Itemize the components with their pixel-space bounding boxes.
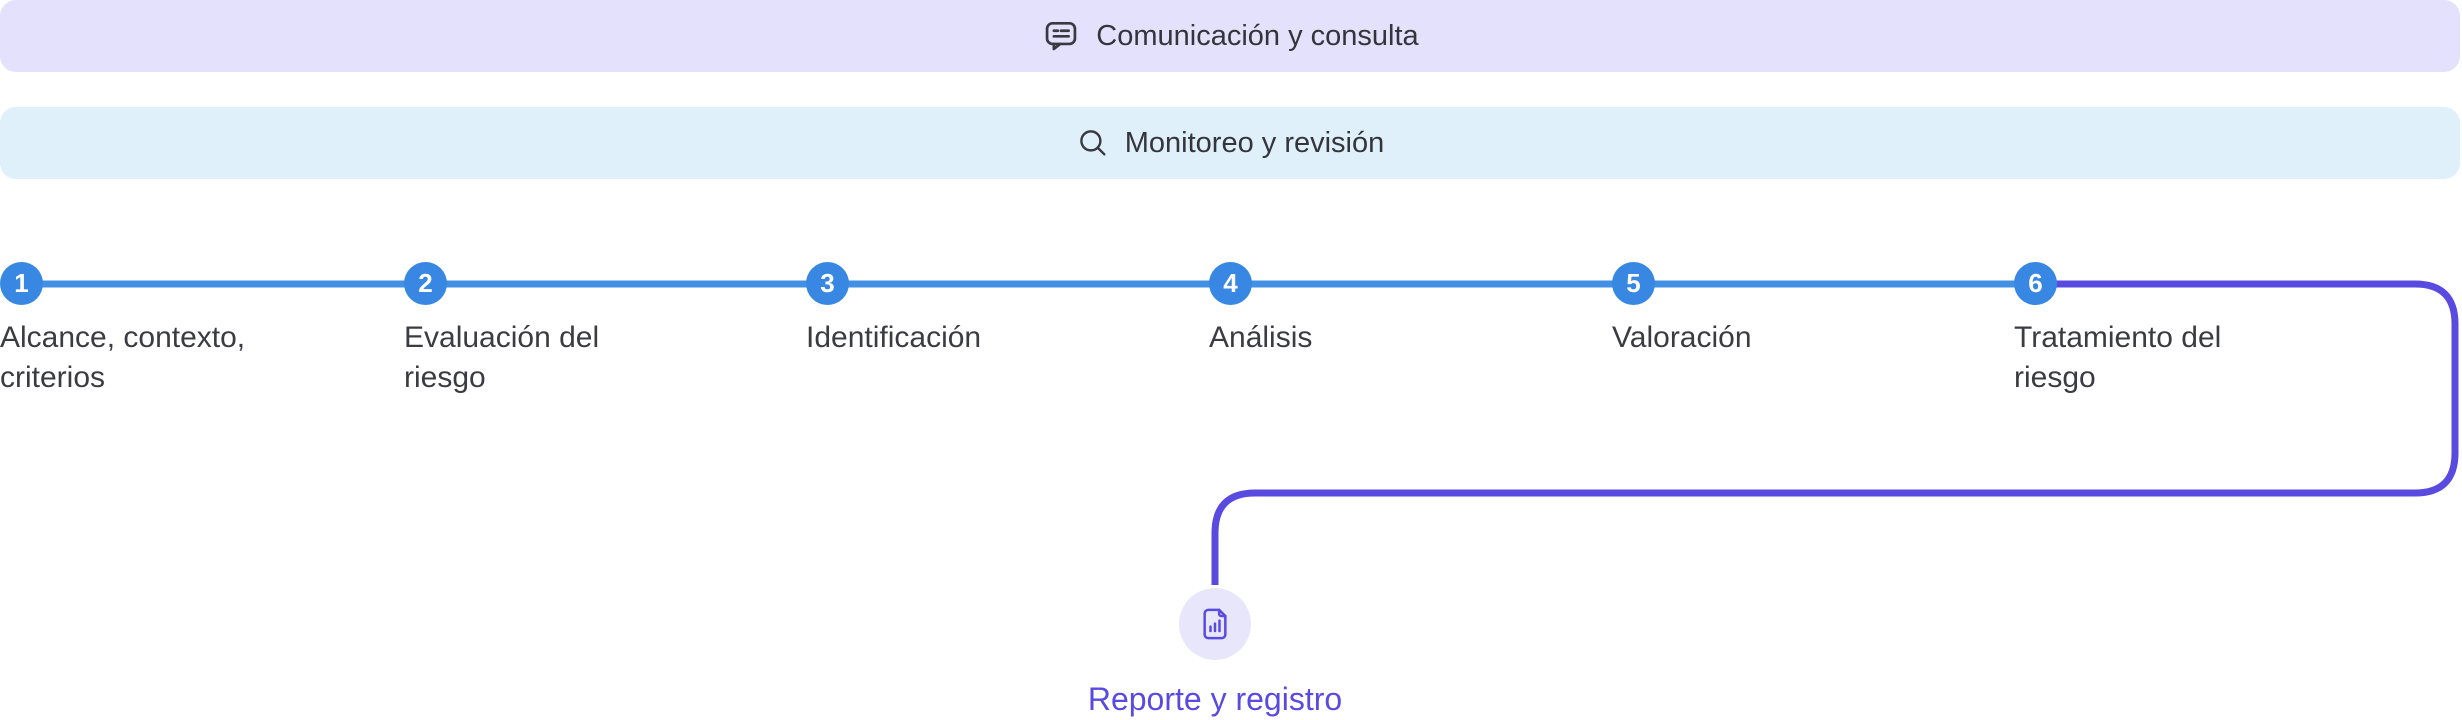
step-1-alcance: 1 Alcance, contexto, criterios: [0, 262, 256, 398]
step-2-number: 2: [418, 268, 433, 298]
step-1-circle[interactable]: 1: [0, 262, 43, 305]
step-6-number: 6: [2028, 268, 2043, 298]
step-5-number: 5: [1626, 268, 1641, 298]
banner-monitoreo-label: Monitoreo y revisión: [1124, 126, 1385, 159]
step-1-number: 1: [14, 268, 29, 298]
step-5-label: Valoración: [1612, 321, 1752, 354]
step-4-label: Análisis: [1209, 321, 1313, 354]
step-4-circle[interactable]: 4: [1209, 262, 1252, 305]
step-2-circle[interactable]: 2: [404, 262, 447, 305]
banner-comunicacion: Comunicación y consulta: [0, 0, 2460, 72]
step-2-label: Evaluación del riesgo: [404, 321, 600, 394]
banner-monitoreo: Monitoreo y revisión: [0, 107, 2460, 179]
step-1-label: Alcance, contexto, criterios: [0, 321, 246, 394]
step-4-number: 4: [1223, 268, 1238, 298]
step-3-circle[interactable]: 3: [806, 262, 849, 305]
step-3-number: 3: [820, 268, 835, 298]
report-label: Reporte y registro: [1087, 681, 1343, 717]
speech-bubble-icon: [1041, 17, 1081, 55]
step-6-label: Tratamiento del riesgo: [2014, 321, 2222, 394]
step-2-evaluacion: 2 Evaluación del riesgo: [404, 262, 660, 398]
step-4-analisis: 4 Análisis: [1209, 262, 1312, 358]
step-3-identificacion: 3 Identificación: [806, 262, 981, 358]
document-bar-chart-icon: [1195, 604, 1235, 644]
report-icon-circle: [1179, 588, 1251, 660]
step-3-label: Identificación: [806, 321, 982, 354]
step-6-tratamiento: 6 Tratamiento del riesgo: [2014, 262, 2270, 398]
magnifier-icon: [1076, 126, 1110, 160]
banner-comunicacion-label: Comunicación y consulta: [1096, 19, 1419, 52]
step-5-valoracion: 5 Valoración: [1612, 262, 1752, 358]
step-6-circle[interactable]: 6: [2014, 262, 2057, 305]
step-5-circle[interactable]: 5: [1612, 262, 1655, 305]
